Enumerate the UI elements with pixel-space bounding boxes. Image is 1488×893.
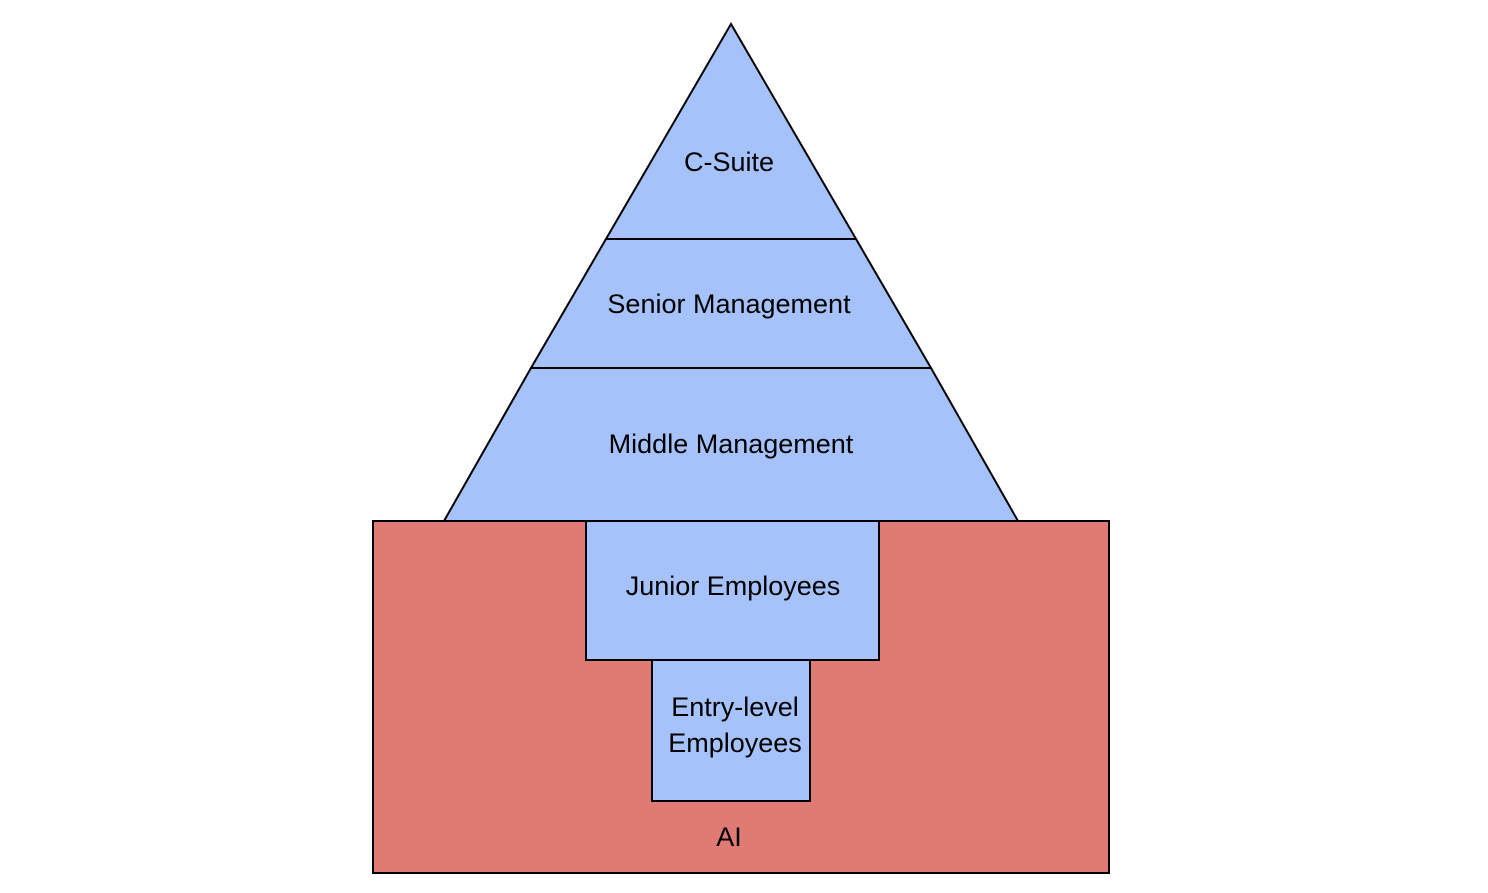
senior-management-label: Senior Management bbox=[607, 289, 851, 319]
entry-level-employees-block bbox=[651, 659, 811, 802]
middle-management-label: Middle Management bbox=[609, 429, 854, 459]
entry-level-label-line2: Employees bbox=[668, 728, 802, 758]
ai-label: AI bbox=[716, 822, 742, 852]
c-suite-tier bbox=[604, 22, 858, 240]
c-suite-label: C-Suite bbox=[684, 147, 774, 177]
entry-level-label-line1: Entry-level bbox=[671, 692, 799, 722]
middle-management-tier bbox=[442, 367, 1020, 522]
junior-employees-label: Junior Employees bbox=[626, 571, 841, 601]
